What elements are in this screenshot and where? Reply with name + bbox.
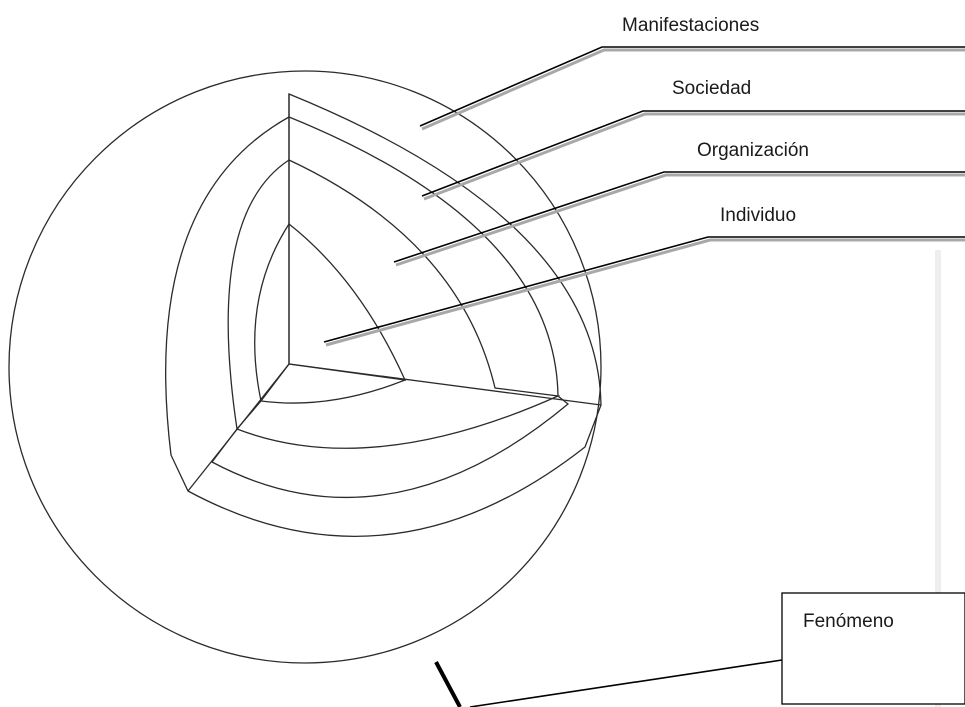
seam-right xyxy=(288,363,602,406)
label-sociedad: Sociedad xyxy=(672,78,751,99)
leader-sociedad xyxy=(421,110,965,197)
organizacion-layer xyxy=(235,158,561,449)
manifestaciones-layer xyxy=(165,93,602,537)
fenomeno-callout-box xyxy=(781,592,965,705)
leader-organizacion xyxy=(393,171,965,263)
callout-pointer xyxy=(434,661,462,707)
leader-manifestaciones xyxy=(419,46,965,127)
leader-shadow-individuo xyxy=(325,238,965,347)
phenomenon-sphere xyxy=(8,70,602,664)
seam-left xyxy=(187,363,290,492)
label-individuo: Individuo xyxy=(720,205,796,226)
label-fenomeno: Fenómeno xyxy=(803,611,894,632)
leader-shadow-sociedad xyxy=(423,112,965,201)
leader-individuo xyxy=(323,236,965,343)
label-organizacion: Organización xyxy=(697,140,809,161)
leader-shadow-manifestaciones xyxy=(421,48,965,131)
label-manifestaciones: Manifestaciones xyxy=(622,15,759,36)
leader-shadow-organizacion xyxy=(395,173,965,267)
callout-leader xyxy=(469,659,783,707)
sociedad-layer xyxy=(211,116,570,499)
